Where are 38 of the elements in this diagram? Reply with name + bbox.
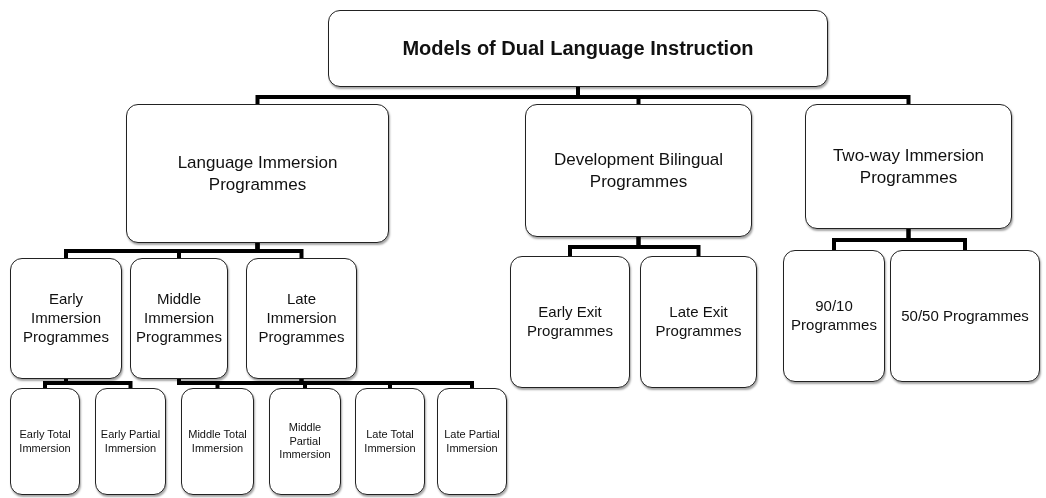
node-box [783,250,885,382]
node-box [355,388,425,495]
node-label: Language Immersion Programmes [176,152,339,195]
node-label: Middle Immersion Programmes [135,290,223,347]
node-label: Development Bilingual Programmes [552,149,725,192]
node-box [269,388,341,495]
node-label: 50/50 Programmes [901,306,1029,326]
node-label: Models of Dual Language Instruction [402,36,754,61]
node-box [95,388,166,495]
connector-line [906,229,967,250]
node-box [328,10,828,87]
node-box [510,256,630,388]
connector-line [255,243,304,258]
node-label: Late Total Immersion [363,427,417,456]
node-label: Early Exit Programmes [526,303,614,341]
node-box [10,258,122,379]
node-box [126,104,389,243]
node-box [10,388,80,495]
node-label: Two-way Immersion Programmes [831,145,986,188]
node-box [805,104,1012,229]
node-label: Late Immersion Programmes [257,290,346,347]
node-label: Early Immersion Programmes [22,290,110,347]
node-label: Early Partial Immersion [100,427,161,456]
node-box [246,258,357,379]
node-label: Middle Total Immersion [187,427,248,456]
connector-line [636,237,701,256]
node-box [890,250,1040,382]
node-box [181,388,254,495]
node-box [437,388,507,495]
node-label: Late Exit Programmes [654,303,743,341]
connector-line [299,379,474,388]
node-label: Middle Partial Immersion [278,420,332,463]
node-box [130,258,228,379]
node-label: Late Partial Immersion [443,427,501,456]
node-box [640,256,757,388]
node-box [525,104,752,237]
node-label: 90/10 Programmes [790,297,878,335]
node-label: Early Total Immersion [18,427,72,456]
